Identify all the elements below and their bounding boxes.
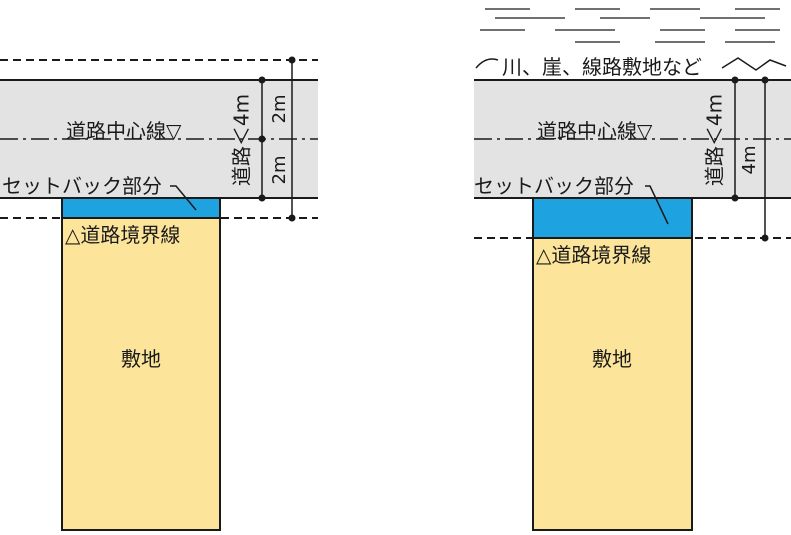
right-obstacle-hatching	[480, 8, 780, 43]
left-dim-dot	[258, 194, 266, 202]
right-dim-dot	[731, 76, 739, 84]
left-center-line-label: 道路中心線▽	[66, 119, 182, 143]
right-dim-dot	[761, 76, 769, 84]
left-site-label: 敷地	[121, 347, 161, 371]
right-setback-width-label: 4m	[739, 146, 760, 175]
right-setback-leader	[645, 185, 669, 225]
left-dim-dot	[258, 76, 266, 84]
right-site-label: 敷地	[592, 347, 632, 371]
right-road-width-label: 道路＜4m	[703, 94, 727, 186]
right-boundary-label: △道路境界線	[536, 243, 651, 267]
right-setback-label: セットバック部分	[474, 174, 634, 198]
left-setback-label: セットバック部分	[2, 174, 162, 198]
right-diagram: 川、崖、線路敷地など 道路中心線▽ 道路＜4m 4m セットバック部分 △道路境…	[474, 8, 791, 531]
right-site-area	[532, 237, 693, 531]
left-setback-leader	[170, 185, 197, 211]
left-site-area	[61, 217, 221, 531]
left-half-width-bottom-label: 2m	[269, 156, 290, 185]
right-center-line-label: 道路中心線▽	[537, 119, 653, 143]
left-dim-dot	[288, 214, 296, 222]
left-setback-area	[61, 197, 221, 219]
left-dim-dot	[288, 56, 296, 64]
right-obstacle-label-bg	[500, 51, 718, 79]
right-setback-area	[532, 197, 693, 239]
right-dim-dot	[761, 234, 769, 242]
left-boundary-label: △道路境界線	[65, 223, 180, 247]
right-obstacle-label: 川、崖、線路敷地など	[502, 55, 702, 79]
left-half-width-top-label: 2m	[269, 95, 290, 124]
left-road-width-label: 道路＜4m	[230, 94, 254, 186]
right-dim-dot	[731, 194, 739, 202]
right-obstacle-wave	[475, 58, 499, 69]
left-diagram: 道路中心線▽ 道路＜4m 2m 2m セットバック部分 △道路境界線 敷地	[0, 56, 318, 531]
left-dim-dot	[258, 135, 266, 143]
right-obstacle-wave	[721, 57, 787, 71]
